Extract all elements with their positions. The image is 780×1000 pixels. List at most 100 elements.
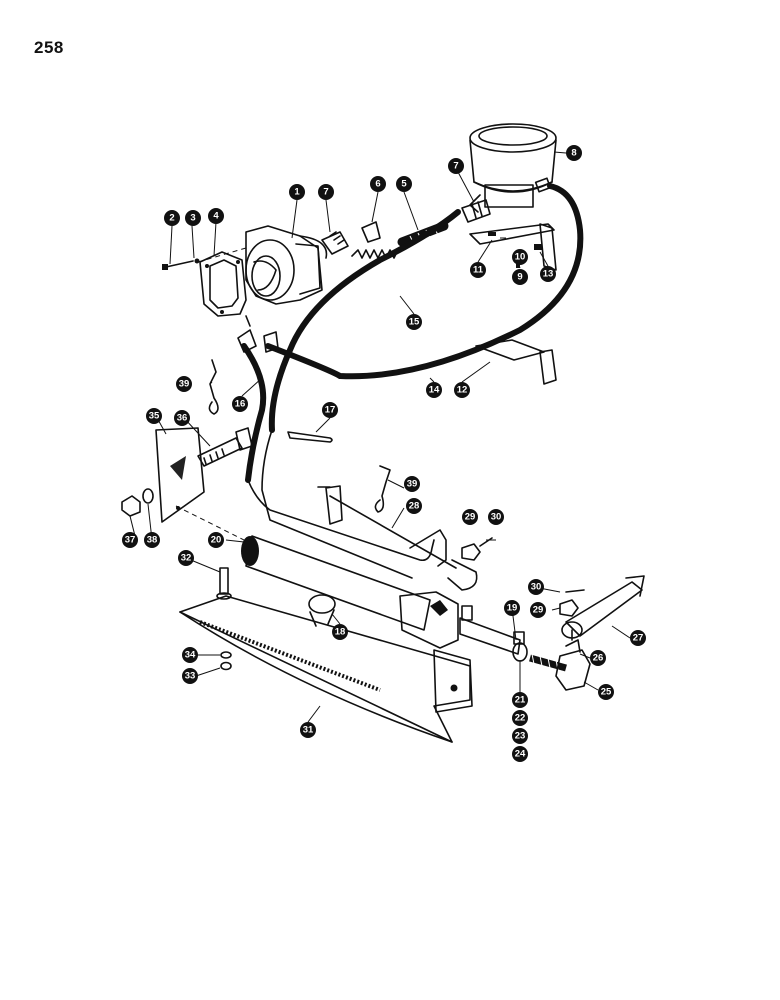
callout-7-reservoir: 7 <box>448 158 464 174</box>
callout-26: 26 <box>590 650 606 666</box>
hose-16 <box>241 343 267 483</box>
callout-39-upper: 39 <box>176 376 192 392</box>
callout-30-spindle: 30 <box>528 579 544 595</box>
callout-35: 35 <box>146 408 162 424</box>
callout-23: 23 <box>512 728 528 744</box>
callout-31-label: 31 <box>303 725 314 736</box>
callout-28: 28 <box>406 498 422 514</box>
callout-34: 34 <box>182 647 198 663</box>
callout-21: 21 <box>512 692 528 708</box>
spindle-nut-part <box>559 589 585 617</box>
callout-22: 22 <box>512 710 528 726</box>
tie-rod-end-part <box>529 629 591 691</box>
callout-27: 27 <box>630 630 646 646</box>
callout-34-label: 34 <box>185 650 196 661</box>
callout-10: 10 <box>512 249 528 265</box>
callout-19-label: 19 <box>507 603 518 614</box>
callout-31: 31 <box>300 722 316 738</box>
callout-26-label: 26 <box>593 653 604 664</box>
clip-part <box>287 431 333 443</box>
callout-6-label: 6 <box>375 179 380 190</box>
callout-29-spindle: 29 <box>530 602 546 618</box>
callout-33: 33 <box>182 668 198 684</box>
callout-24-label: 24 <box>515 749 526 760</box>
callout-30-spindle-label: 30 <box>531 582 542 593</box>
callout-16-label: 16 <box>235 399 246 410</box>
callout-11-label: 11 <box>473 265 484 276</box>
callout-11: 11 <box>470 262 486 278</box>
callout-5-label: 5 <box>401 179 407 190</box>
reservoir-fitting-part <box>461 199 491 223</box>
callout-33-label: 33 <box>185 671 196 682</box>
gasket-part <box>199 251 247 317</box>
callout-7-pump: 7 <box>318 184 334 200</box>
pump-part <box>245 225 328 305</box>
callout-39-lower: 39 <box>404 476 420 492</box>
shield-part <box>179 595 473 743</box>
callout-29-tie-rod-label: 29 <box>465 512 476 523</box>
page-number: 258 <box>34 38 64 57</box>
callout-23-label: 23 <box>515 731 526 742</box>
reservoir-bracket-part <box>469 223 557 271</box>
callout-8-label: 8 <box>571 148 576 159</box>
callout-38: 38 <box>144 532 160 548</box>
callout-39-lower-label: 39 <box>407 479 418 490</box>
callout-7-reservoir-label: 7 <box>453 161 458 172</box>
callout-30-tie-rod: 30 <box>488 509 504 525</box>
callout-7-pump-label: 7 <box>323 187 328 198</box>
spindle-arm-part <box>561 575 645 639</box>
tie-rod-nut-part <box>461 537 493 561</box>
callout-21-label: 21 <box>515 695 526 706</box>
callout-25: 25 <box>598 684 614 700</box>
mounting-bracket-part <box>155 427 205 523</box>
bolt-part <box>162 258 200 270</box>
callout-18: 18 <box>332 624 348 640</box>
callout-4: 4 <box>208 208 224 224</box>
mounting-bolt-part <box>197 427 253 467</box>
alignment-lines <box>175 247 249 543</box>
pump-fitting-part <box>321 231 349 255</box>
callout-37-label: 37 <box>125 535 136 546</box>
bolt-32-part <box>216 567 232 600</box>
callout-3: 3 <box>185 210 201 226</box>
callout-19: 19 <box>504 600 520 616</box>
callout-29-spindle-label: 29 <box>533 605 544 616</box>
callout-29-tie-rod: 29 <box>462 509 478 525</box>
callout-38-label: 38 <box>147 535 158 546</box>
callout-32-label: 32 <box>181 553 192 564</box>
callout-1: 1 <box>289 184 305 200</box>
callout-36: 36 <box>174 410 190 426</box>
callout-2-label: 2 <box>169 213 174 224</box>
callout-2: 2 <box>164 210 180 226</box>
callout-32: 32 <box>178 550 194 566</box>
callout-14-label: 14 <box>429 385 440 396</box>
callout-1-label: 1 <box>294 187 300 198</box>
callout-17-label: 17 <box>325 405 336 416</box>
nut-washer-parts <box>121 488 154 517</box>
callout-20: 20 <box>208 532 224 548</box>
callout-12-label: 12 <box>457 385 468 396</box>
cylinder-part <box>241 535 521 655</box>
wire-clip-upper <box>208 359 219 415</box>
callout-9: 9 <box>512 269 528 285</box>
hose-clamp-part <box>308 594 336 627</box>
callout-28-label: 28 <box>409 501 420 512</box>
callout-18-label: 18 <box>335 627 346 638</box>
callout-5: 5 <box>396 176 412 192</box>
callout-15-label: 15 <box>409 317 420 328</box>
callout-13-label: 13 <box>543 269 554 280</box>
reservoir-part <box>469 123 557 213</box>
bracket-12-part <box>475 339 557 385</box>
return-hose-14 <box>265 183 584 380</box>
callout-9-label: 9 <box>517 272 522 283</box>
callout-25-label: 25 <box>601 687 612 698</box>
callout-16: 16 <box>232 396 248 412</box>
callout-36-label: 36 <box>177 413 188 424</box>
callout-22-label: 22 <box>515 713 526 724</box>
callout-14: 14 <box>426 382 442 398</box>
hose-fittings <box>237 315 279 353</box>
callout-24: 24 <box>512 746 528 762</box>
callout-10-label: 10 <box>515 252 526 263</box>
small-fasteners <box>220 651 232 671</box>
